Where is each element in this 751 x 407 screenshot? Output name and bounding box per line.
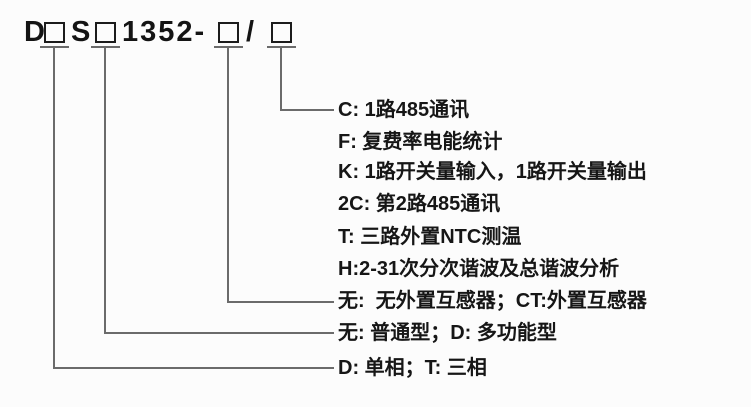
connector-hline-phase — [53, 367, 334, 369]
connector-vline-phase — [53, 46, 55, 369]
model-box-ct — [218, 22, 239, 43]
model-code-number: 1352- — [122, 16, 207, 48]
model-code-slash: / — [246, 16, 257, 48]
option-k: K: 1路开关量输入，1路开关量输出 — [338, 161, 647, 183]
option-type: 无: 普通型；D: 多功能型 — [338, 322, 557, 344]
option-f: F: 复费率电能统计 — [338, 131, 503, 153]
option-ct: 无: 无外置互感器；CT:外置互感器 — [338, 290, 647, 312]
model-box-phase — [44, 22, 65, 43]
model-box-function — [95, 22, 116, 43]
model-box-feature — [271, 22, 292, 43]
connector-hline-function — [104, 332, 334, 334]
connector-vline-ct — [227, 46, 229, 303]
option-h: H:2-31次分次谐波及总谐波分析 — [338, 258, 620, 280]
connector-hline-ct — [227, 301, 334, 303]
option-2c: 2C: 第2路485通讯 — [338, 193, 501, 215]
option-phase: D: 单相；T: 三相 — [338, 357, 487, 379]
model-code-letter-s: S — [71, 16, 93, 48]
option-t: T: 三路外置NTC测温 — [338, 226, 522, 248]
option-c: C: 1路485通讯 — [338, 99, 470, 121]
connector-vline-function — [104, 46, 106, 334]
model-code-letter-d: D — [24, 16, 47, 48]
connector-vline-feature — [280, 46, 282, 111]
connector-hline-feature — [280, 109, 334, 111]
